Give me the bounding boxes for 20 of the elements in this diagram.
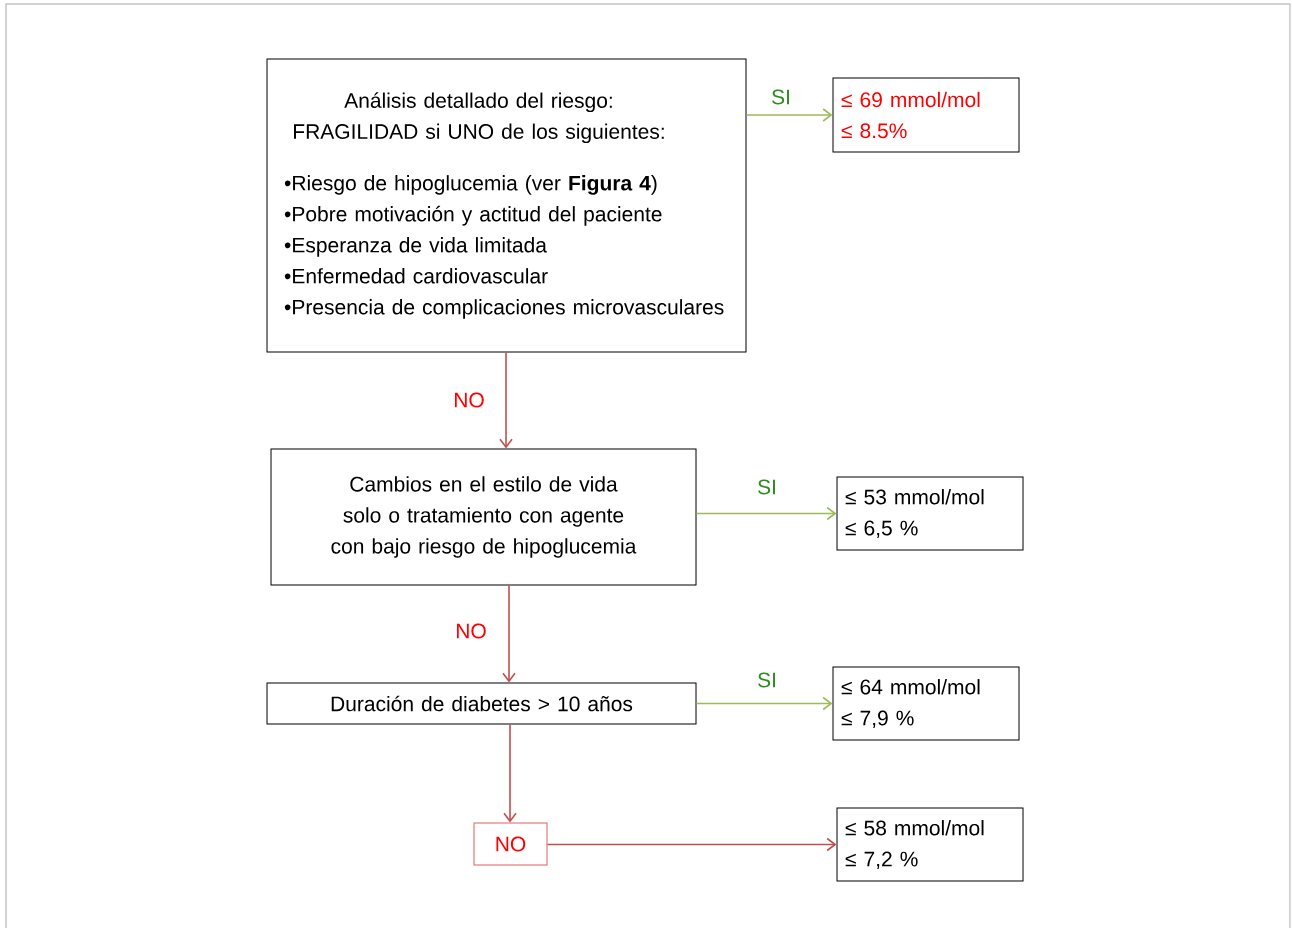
edge-label: NO [452, 391, 486, 409]
arrow [499, 351, 513, 449]
process-box: Duración de diabetes > 10 años [266, 682, 697, 725]
edge-label: SI [756, 478, 778, 496]
arrow [695, 506, 837, 521]
arrow [502, 584, 516, 683]
arrow [546, 837, 837, 852]
answer-box: NO [473, 822, 548, 866]
process-box: Cambios en el estilo de vida solo o tratamiento con agente con bajo riesgo de hipoglucemia [270, 448, 697, 586]
target-box: ≤ 64 mmol/mol ≤ 7,9 % [832, 666, 1020, 741]
arrow [695, 696, 833, 711]
target-box: ≤ 53 mmol/mol ≤ 6,5 % [836, 476, 1024, 551]
edge-label: NO [454, 622, 488, 640]
process-box: Análisis detallado del riesgo: FRAGILIDAD si UNO de los siguientes: •Riesgo de hipoglucemia (ver Figura 4) •Pobre motivación y actitud del paciente •Esperanza de vida limitada •Enfermedad cardiovascular •Presencia de complicaciones microvasculares [266, 58, 747, 353]
arrow [745, 108, 833, 122]
target-box: ≤ 69 mmol/mol ≤ 8.5% [832, 77, 1020, 153]
edge-label: SI [770, 88, 792, 106]
edge-label: SI [756, 671, 778, 689]
arrow [503, 723, 517, 823]
target-box: ≤ 58 mmol/mol ≤ 7,2 % [836, 807, 1024, 882]
